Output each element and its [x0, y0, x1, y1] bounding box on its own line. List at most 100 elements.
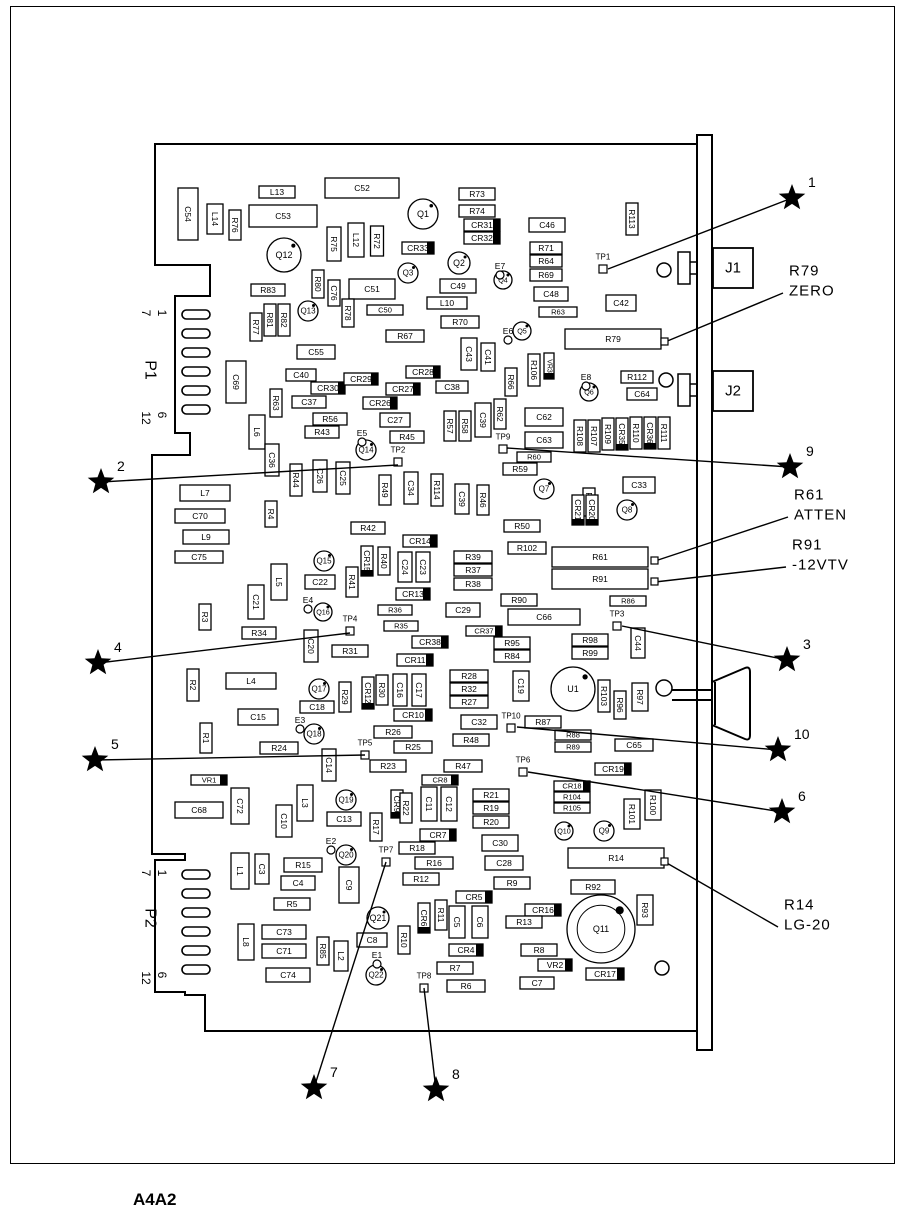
component-c52: C52: [324, 177, 400, 199]
component-c3: C3: [254, 853, 270, 885]
component-r69: R69: [529, 268, 563, 282]
connector-pin-number: 12: [139, 411, 153, 425]
component-r86: R86: [609, 595, 647, 607]
component-body: [247, 584, 265, 620]
callout-leader: [621, 625, 788, 661]
component-label: C73: [276, 927, 292, 937]
component-r82: R82: [277, 303, 291, 337]
callout-star-icon: [84, 649, 112, 675]
component-body: [356, 932, 388, 948]
component-body: [350, 521, 386, 535]
cathode-band: [390, 397, 397, 409]
component-r66: R66: [504, 367, 518, 397]
component-body: [426, 296, 468, 310]
component-label: C9: [344, 880, 354, 891]
component-r31: R31: [331, 644, 369, 658]
component-r41: R41: [345, 566, 359, 598]
adjustment-label: R79: [789, 263, 820, 280]
semiconductor-q21: Q21: [366, 906, 390, 930]
component-cr29: CR29: [343, 372, 379, 386]
component-body: [458, 204, 496, 218]
component-label: R82: [279, 312, 289, 328]
component-label: R105: [563, 804, 581, 813]
cathode-band: [423, 588, 430, 600]
component-r98: R98: [571, 633, 609, 647]
diagram-caption: A4A2: [133, 1190, 177, 1209]
component-body: [551, 568, 649, 590]
component-cr28: CR28: [405, 365, 441, 379]
component-label: R110: [631, 423, 641, 443]
component-c73: C73: [261, 924, 307, 940]
component-body: [512, 670, 530, 702]
component-label: R6: [461, 981, 472, 991]
adjustment-leader: [654, 516, 789, 562]
component-body: [430, 473, 444, 507]
component-r6: R6: [446, 979, 486, 993]
component-body: [500, 593, 538, 607]
pad-label: E1: [372, 950, 383, 960]
component-label: R37: [465, 565, 481, 575]
component-label: C11: [424, 797, 434, 812]
component-c32: C32: [460, 714, 498, 730]
component-body: [551, 546, 649, 568]
component-body: [198, 603, 212, 631]
page-border: [10, 6, 895, 1164]
component-label: L1: [235, 866, 245, 876]
component-label: R1: [201, 733, 211, 744]
connector-finger: [181, 926, 211, 937]
component-c42: C42: [605, 294, 637, 312]
pin-dot: [506, 273, 510, 277]
component-label: CR30: [317, 383, 339, 393]
component-label: C71: [276, 946, 292, 956]
component-body: [609, 595, 647, 607]
component-r72: R72: [369, 225, 385, 257]
component-body: [630, 627, 646, 659]
component-label: R39: [465, 552, 481, 562]
component-label: R67: [397, 331, 413, 341]
component-body: [230, 852, 250, 890]
component-body: [472, 788, 510, 802]
component-label: L7: [200, 488, 210, 498]
semiconductor-q2: Q2: [447, 251, 471, 275]
test-point-tp6: TP6: [516, 756, 531, 777]
callout-number: 10: [794, 726, 810, 742]
component-label: C64: [634, 389, 650, 399]
connector-finger: [181, 385, 211, 396]
component-label: R89: [566, 743, 580, 752]
mounting-hole: [655, 679, 673, 697]
semiconductor-label: U1: [567, 684, 579, 694]
semiconductor-label: Q16: [316, 608, 330, 617]
component-c44: C44: [630, 627, 646, 659]
component-c38: C38: [435, 380, 469, 394]
component-r35: R35: [383, 620, 419, 632]
test-point-label: TP3: [610, 610, 625, 619]
cathode-band: [565, 959, 572, 971]
component-label: CR31: [471, 220, 493, 230]
pin-dot: [582, 674, 588, 680]
component-l10: L10: [426, 296, 468, 310]
component-body: [285, 368, 317, 382]
component-body: [507, 541, 547, 555]
semiconductor-q1: Q1: [407, 198, 439, 230]
component-label: R98: [582, 635, 598, 645]
component-label: C51: [364, 284, 380, 294]
component-r71: R71: [529, 241, 563, 255]
component-r25: R25: [393, 740, 433, 754]
semiconductor-q20: Q20: [335, 844, 357, 866]
component-body: [259, 741, 299, 755]
component-cr32: CR32: [463, 231, 501, 245]
component-c7: C7: [519, 976, 555, 990]
component-r62: R62: [493, 398, 507, 430]
component-c51: C51: [348, 278, 396, 300]
callout-6: 6: [527, 771, 806, 824]
component-label: R57: [445, 418, 455, 434]
component-body: [411, 673, 427, 707]
callout-star-icon: [776, 453, 804, 479]
component-c4: C4: [280, 875, 316, 891]
connector-pin-number: 1: [155, 870, 169, 877]
component-body: [186, 668, 200, 702]
component-body: [472, 801, 510, 815]
pad-ring: [581, 381, 591, 391]
component-body: [571, 646, 609, 660]
component-c5: C5: [448, 905, 466, 939]
